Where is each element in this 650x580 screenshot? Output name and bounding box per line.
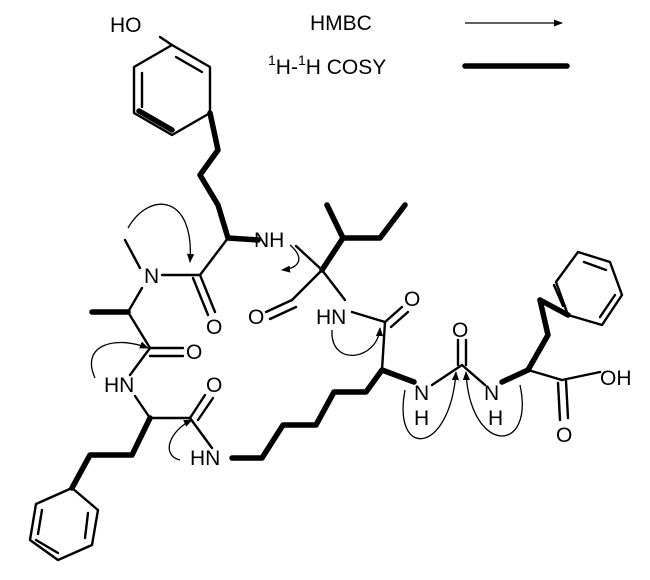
ile-beta-cosy [319, 202, 346, 273]
urea-n1-label: N [414, 382, 429, 405]
amide-oxygen-5: O [404, 288, 420, 311]
amide-oxygen-4: O [248, 306, 264, 329]
n-methyl-bond [123, 238, 142, 270]
tyr-alpha-carbonyl-bond [198, 236, 230, 277]
ile-hn-label: HN [316, 306, 346, 329]
legend-cosy-part-2: H- [276, 56, 298, 79]
hmbc-arrow-ile [281, 244, 300, 273]
n-methyl-nitrogen: N [144, 265, 159, 288]
legend-cosy-sup-1: 1 [268, 52, 276, 68]
hmbc-arrow-phe [168, 419, 193, 461]
phe2-sidechain-cosy [525, 297, 551, 373]
hmbc-arrow-nme [127, 203, 195, 263]
phe-ring-top-right [552, 250, 624, 327]
legend-hmbc-label: HMBC [310, 12, 372, 35]
urea-n2-label: N [484, 382, 499, 405]
hmbc-arrow-urea-1 [402, 371, 460, 440]
tyrosine-ring: HO [110, 14, 212, 137]
hmbc-arrow-lys [331, 327, 384, 357]
amide-oxygen-1: O [206, 316, 222, 339]
legend-cosy-part-4: H COSY [306, 56, 387, 79]
urea-oxygen: O [452, 319, 468, 342]
carboxyl-oxygen: O [556, 424, 572, 447]
hmbc-correlations [90, 203, 523, 461]
urea-h1-label: H [414, 407, 429, 430]
amide-oxygen-3: O [206, 374, 222, 397]
phe2-alpha-nh-cosy [499, 367, 531, 385]
legend-cosy-label: 1H-1H COSY [268, 52, 386, 79]
ile-gamma-cosy [340, 202, 408, 241]
lys-alpha-nh-cosy [379, 367, 417, 385]
phe-ring-bottom [28, 486, 100, 562]
lys-epsilon-hn-label: HN [190, 447, 220, 470]
phe-sidechain-cosy [69, 415, 153, 491]
hmbc-arrow-urea-2 [462, 371, 523, 437]
hmbc-arrow-ala [90, 341, 149, 379]
hydroxyl-label: HO [110, 14, 142, 37]
legend: HMBC 1H-1H COSY [268, 12, 570, 79]
legend-cosy-sup-3: 1 [298, 52, 306, 68]
lys-sidechain-cosy [229, 367, 385, 461]
tyr-sidechain-cosy [197, 110, 261, 243]
amide-oxygen-2: O [186, 341, 202, 364]
tyr-nh-label: NH [254, 229, 284, 252]
phe-hn-label: HN [104, 374, 134, 397]
urea-h2-label: H [488, 407, 503, 430]
carboxyl-oh-label: OH [600, 367, 632, 390]
